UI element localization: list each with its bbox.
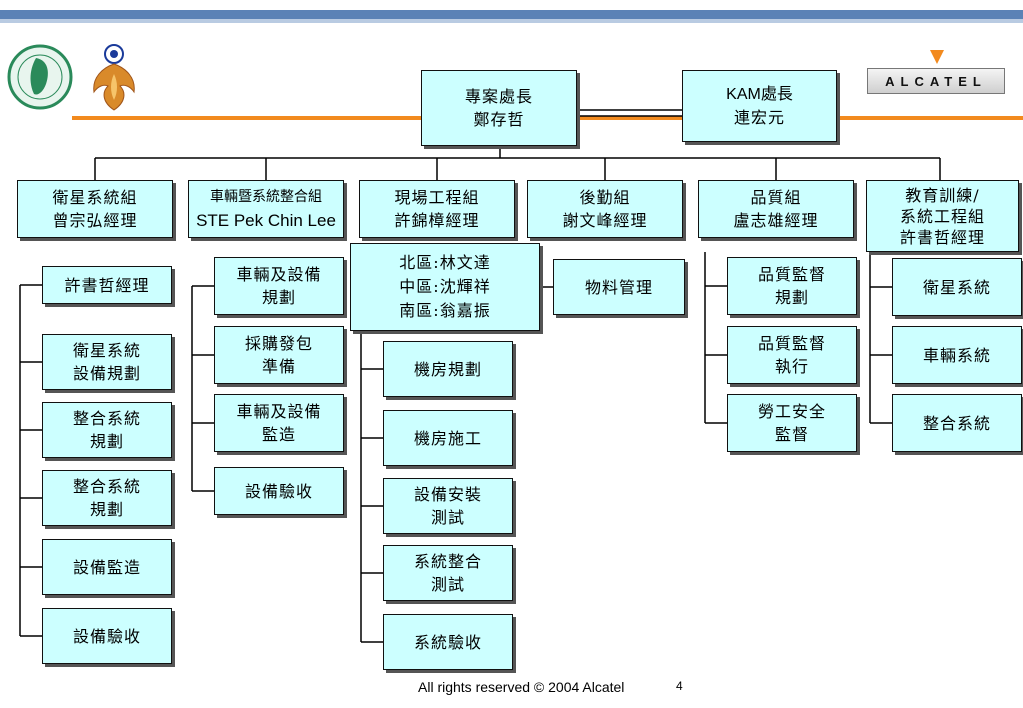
task-box: 勞工安全監督 <box>727 394 857 452</box>
region-north: 北區:林文達 <box>399 253 491 272</box>
task-box: 整合系統 <box>892 394 1022 452</box>
task-box: 品質監督規劃 <box>727 257 857 315</box>
director-name: 鄭存哲 <box>473 110 525 129</box>
task-label: 測試 <box>430 508 465 527</box>
task-box: 車輛及設備規劃 <box>214 257 344 315</box>
task-box: 許書哲經理 <box>42 266 172 304</box>
group-box-logistics: 後勤組 謝文峰經理 <box>527 180 683 238</box>
phoenix-emblem-logo <box>93 44 135 111</box>
task-box: 機房施工 <box>383 410 513 466</box>
group-box-field: 現場工程組 許錦樟經理 <box>359 180 515 238</box>
task-label: 設備驗收 <box>244 481 313 501</box>
alcatel-triangle-icon <box>930 50 944 64</box>
group-box-vehicle: 車輛暨系統整合組 STE Pek Chin Lee <box>188 180 344 238</box>
task-label: 整合系統 <box>922 413 991 433</box>
task-label: 系統驗收 <box>413 632 482 652</box>
task-label: 監督 <box>774 425 809 444</box>
task-box: 採購發包準備 <box>214 326 344 384</box>
header-band-light <box>0 19 1023 23</box>
task-label: 品質監督 <box>757 334 826 353</box>
task-box: 整合系統規劃 <box>42 470 172 526</box>
task-label: 機房規劃 <box>413 359 482 379</box>
group-lead: 許書哲經理 <box>899 227 985 247</box>
task-label: 準備 <box>261 357 296 376</box>
task-box: 整合系統規劃 <box>42 402 172 458</box>
alcatel-logo: ALCATEL <box>867 68 1005 94</box>
task-label: 許書哲經理 <box>64 275 150 295</box>
group-title: 品質組 <box>750 188 802 207</box>
task-label: 車輛及設備 <box>236 265 322 284</box>
task-label: 執行 <box>774 357 809 376</box>
task-label: 物料管理 <box>584 277 653 297</box>
group-lead: 謝文峰經理 <box>562 211 648 230</box>
task-box: 設備監造 <box>42 539 172 595</box>
task-box: 設備驗收 <box>214 467 344 515</box>
task-label: 整合系統 <box>72 409 141 428</box>
task-label: 設備驗收 <box>72 626 141 646</box>
task-box: 物料管理 <box>553 259 685 315</box>
task-label: 品質監督 <box>757 265 826 284</box>
group-title: 後勤組 <box>579 188 631 207</box>
task-label: 車輛系統 <box>922 345 991 365</box>
group-lead: 曾宗弘經理 <box>52 211 138 230</box>
task-label: 規劃 <box>89 432 124 451</box>
group-lead: 許錦樟經理 <box>394 211 480 230</box>
orange-rule-mid <box>577 116 682 120</box>
task-label: 衛星系統 <box>72 341 141 360</box>
task-box: 車輛系統 <box>892 326 1022 384</box>
task-box: 設備安裝測試 <box>383 478 513 534</box>
task-label: 車輛及設備 <box>236 402 322 421</box>
group-lead: STE Pek Chin Lee <box>196 211 336 230</box>
group-box-training: 教育訓練/ 系統工程組 許書哲經理 <box>866 180 1019 252</box>
group-box-quality: 品質組 盧志雄經理 <box>698 180 854 238</box>
task-label: 設備監造 <box>72 557 141 577</box>
page-number: 4 <box>676 679 683 693</box>
task-label: 規劃 <box>261 288 296 307</box>
kam-box: KAM處長 連宏元 <box>682 70 837 142</box>
task-label: 設備規劃 <box>72 364 141 383</box>
task-box: 設備驗收 <box>42 608 172 664</box>
group-box-satellite: 衛星系統組 曾宗弘經理 <box>17 180 173 238</box>
task-box: 衛星系統設備規劃 <box>42 334 172 390</box>
group-title: 現場工程組 <box>394 188 480 207</box>
kam-name: 連宏元 <box>733 108 785 127</box>
task-box: 機房規劃 <box>383 341 513 397</box>
task-label: 測試 <box>430 575 465 594</box>
region-central: 中區:沈輝祥 <box>399 277 491 296</box>
group-title: 教育訓練/ <box>905 185 980 205</box>
group-title: 車輛暨系統整合組 <box>210 189 322 205</box>
region-south: 南區:翁嘉振 <box>399 301 491 320</box>
task-label: 規劃 <box>89 500 124 519</box>
task-label: 整合系統 <box>72 477 141 496</box>
group-title: 衛星系統組 <box>52 188 138 207</box>
task-label: 監造 <box>261 425 296 444</box>
orange-rule-right <box>837 116 1023 120</box>
task-label: 衛星系統 <box>922 277 991 297</box>
task-label: 設備安裝 <box>413 485 482 504</box>
task-label: 勞工安全 <box>757 402 826 421</box>
director-title: 專案處長 <box>464 87 533 106</box>
task-label: 機房施工 <box>413 428 482 448</box>
region-box: 北區:林文達 中區:沈輝祥 南區:翁嘉振 <box>350 243 540 331</box>
orange-rule-left <box>72 116 421 120</box>
task-box: 衛星系統 <box>892 258 1022 316</box>
task-box: 車輛及設備監造 <box>214 394 344 452</box>
task-box: 系統驗收 <box>383 614 513 670</box>
task-label: 採購發包 <box>244 334 313 353</box>
footer-copyright: All rights reserved © 2004 Alcatel <box>418 679 625 695</box>
kam-title: KAM處長 <box>726 86 793 103</box>
task-label: 系統整合 <box>413 552 482 571</box>
director-box: 專案處長 鄭存哲 <box>421 70 577 146</box>
header-band <box>0 10 1023 19</box>
task-label: 規劃 <box>774 288 809 307</box>
group-title-line2: 系統工程組 <box>899 206 985 226</box>
task-box: 系統整合測試 <box>383 545 513 601</box>
group-lead: 盧志雄經理 <box>733 211 819 230</box>
task-box: 品質監督執行 <box>727 326 857 384</box>
taiwan-association-logo <box>7 44 73 110</box>
